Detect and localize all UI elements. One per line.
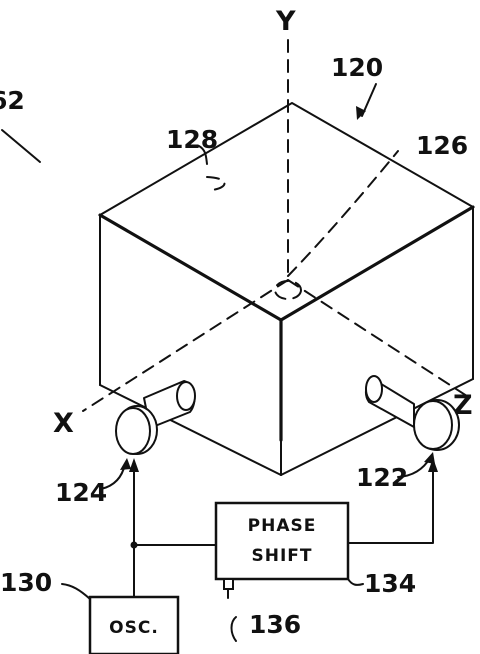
ref-label-130: 130 xyxy=(0,568,52,597)
transducer-122 xyxy=(364,375,460,451)
x-axis-label: X xyxy=(53,408,74,439)
phase-shift-label-line2: SHIFT xyxy=(251,546,312,566)
arrow-124 xyxy=(100,458,131,490)
x-axis-line xyxy=(82,279,289,412)
inner-ellipse-marker xyxy=(274,280,302,300)
leader-136 xyxy=(230,616,237,642)
ref-label-126: 126 xyxy=(416,131,468,160)
leader-134 xyxy=(347,578,364,586)
junction-dot xyxy=(130,541,138,549)
leader-130 xyxy=(61,583,91,600)
z-axis-label: Z xyxy=(453,390,473,421)
wiring xyxy=(129,458,438,598)
phase-shift-box: PHASE SHIFT xyxy=(214,501,350,581)
cube-top-front-left-edge xyxy=(98,213,283,322)
cube-bottom-right-edge xyxy=(280,378,474,476)
cube-top-front-right-edge xyxy=(279,205,475,322)
oscillator-label: OSC. xyxy=(109,618,159,638)
y-axis-label: Y xyxy=(275,6,296,37)
ref-label-124: 124 xyxy=(55,478,107,507)
ref-label-136: 136 xyxy=(249,610,301,639)
curved-axis-126 xyxy=(287,150,399,277)
transducer-124 xyxy=(115,380,196,455)
oscillator-box: OSC. xyxy=(88,595,180,654)
leader-128 xyxy=(198,145,208,165)
wire-phase-shift-to-122 xyxy=(347,469,434,544)
z-axis-line xyxy=(287,279,471,399)
ref-label-120: 120 xyxy=(331,53,383,82)
axis-lines xyxy=(82,39,471,412)
ref-label-134: 134 xyxy=(364,569,416,598)
leader-62 xyxy=(1,129,41,163)
connector-136 xyxy=(223,578,234,599)
cube xyxy=(98,102,475,476)
cube-bottom-left-edge xyxy=(99,384,282,476)
ref-label-128: 128 xyxy=(166,125,218,154)
hidden-ellipse-128 xyxy=(206,176,226,191)
ref-label-62: 62 xyxy=(0,86,25,115)
arrow-120 xyxy=(356,83,377,120)
phase-shift-label-line1: PHASE xyxy=(248,516,317,536)
